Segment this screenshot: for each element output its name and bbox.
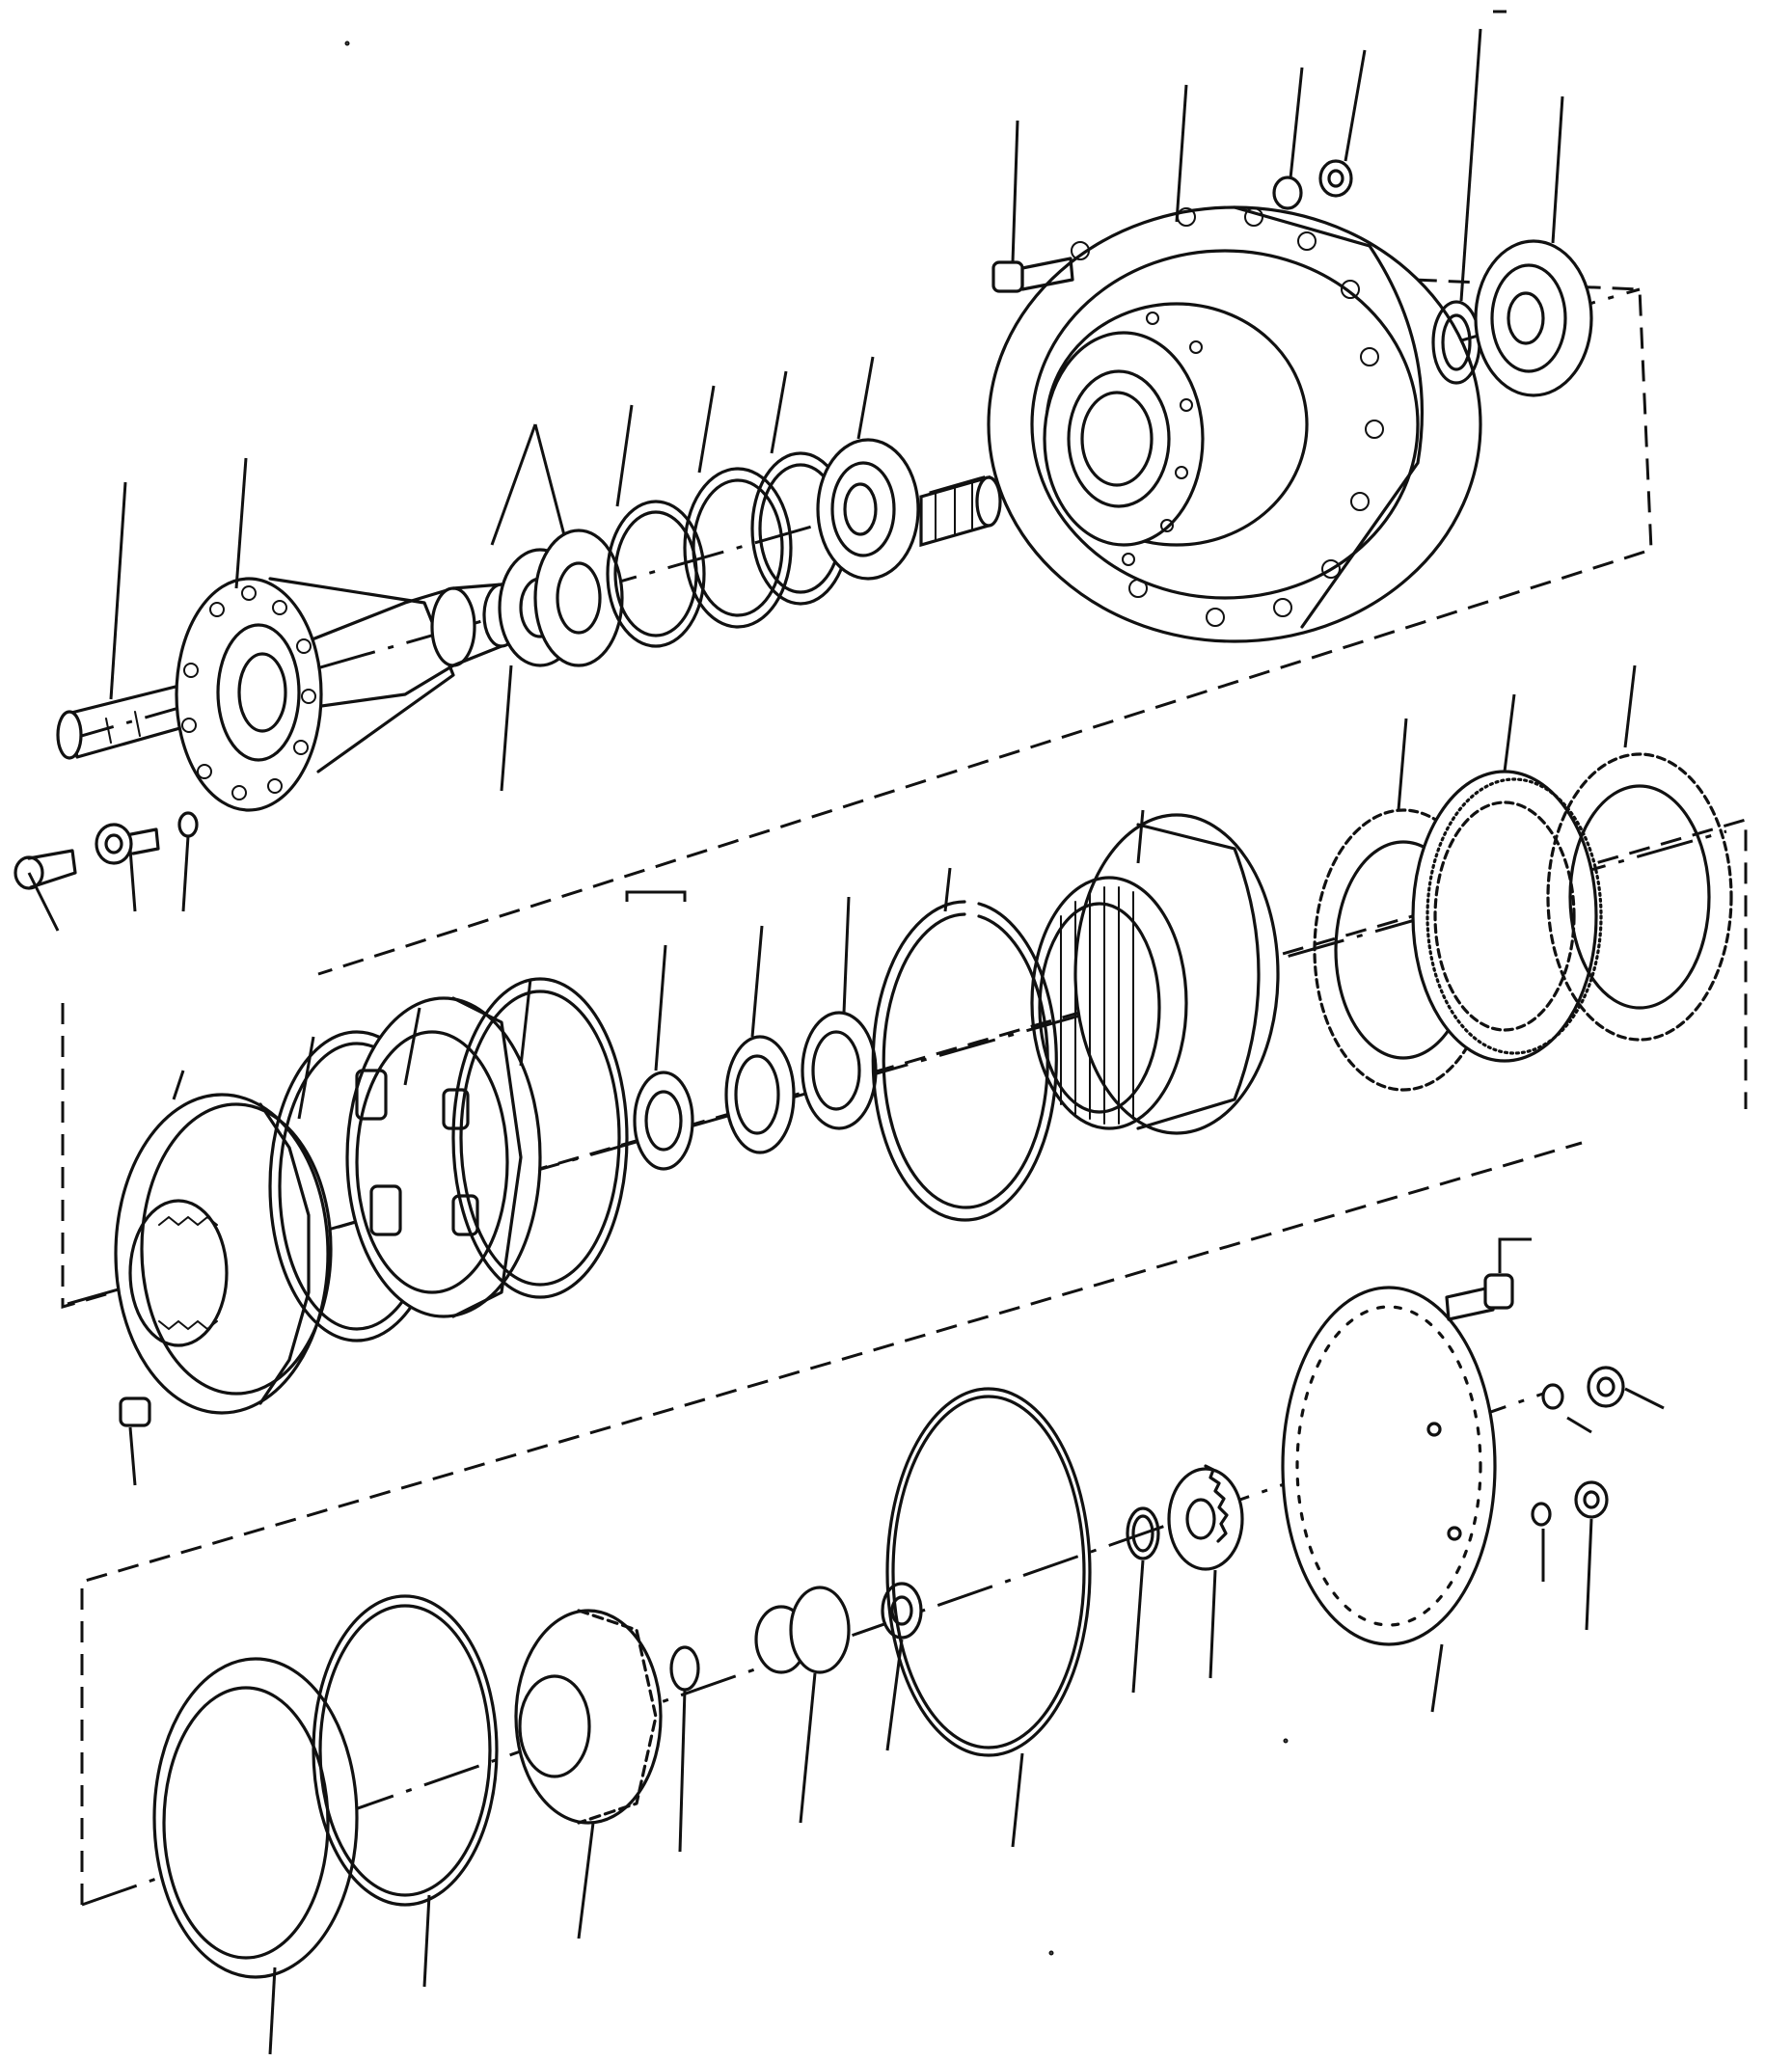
assembly-planetary-gear-set-and-cover xyxy=(80,1141,1665,2055)
cover-plate xyxy=(1281,1286,1497,1646)
planet-carrier-gear xyxy=(514,1609,663,1825)
center-axis xyxy=(67,829,1727,1306)
sealing-washer-lower xyxy=(1531,1502,1552,1527)
clutch-piston xyxy=(345,996,542,1318)
retaining-ring xyxy=(683,467,793,629)
wire-ring xyxy=(312,1594,499,1907)
leader-lines xyxy=(268,1237,1665,2055)
snap-ring xyxy=(606,500,706,648)
leader-lines xyxy=(27,664,1637,1486)
assembly-output-shaft-and-housing xyxy=(56,10,1653,976)
friction-disc xyxy=(1411,770,1603,1063)
assembly-frame xyxy=(317,268,1653,976)
thrust-washer xyxy=(724,1035,796,1154)
tapered-roller-bearing xyxy=(816,438,920,581)
assembly-clutch-pack-and-drum xyxy=(14,664,1748,1486)
drain-plug xyxy=(119,1397,151,1427)
o-ring-small xyxy=(177,811,199,838)
clutch-drum xyxy=(1030,813,1280,1135)
o-ring xyxy=(669,1645,700,1692)
set-screw xyxy=(14,849,77,890)
thrust-plate xyxy=(152,1657,359,1979)
plug-screw xyxy=(1587,1366,1625,1408)
splined-shaft-stub xyxy=(919,475,1002,548)
large-circlip xyxy=(885,1387,1092,1757)
flange-carrier xyxy=(175,577,455,812)
assembly-frame xyxy=(80,1141,1583,1905)
wheel-hub-housing xyxy=(987,205,1482,643)
leader-lines xyxy=(109,10,1564,792)
nut-and-washer xyxy=(1272,159,1353,210)
clutch-hub-gear xyxy=(114,1093,333,1415)
small-circlip xyxy=(1126,1506,1160,1560)
pinion-gear xyxy=(754,1586,851,1674)
castellated-ring xyxy=(633,1071,694,1171)
thrust-bearing xyxy=(801,1011,878,1130)
plug-nut xyxy=(1574,1480,1609,1519)
large-snap-ring xyxy=(451,977,629,1299)
spacer-rings xyxy=(498,529,624,667)
ball-bearing xyxy=(1474,239,1593,397)
outer-disc xyxy=(1546,752,1733,1042)
open-retaining-ring xyxy=(871,900,1058,1222)
cover-bolt xyxy=(1445,1273,1514,1321)
sealing-washer xyxy=(1541,1383,1564,1410)
assembly-frame xyxy=(61,818,1748,1309)
spur-gear xyxy=(1167,1464,1244,1571)
scan-marks xyxy=(344,41,1289,1956)
housing-bolt xyxy=(991,257,1074,293)
lock-nut xyxy=(95,823,160,865)
